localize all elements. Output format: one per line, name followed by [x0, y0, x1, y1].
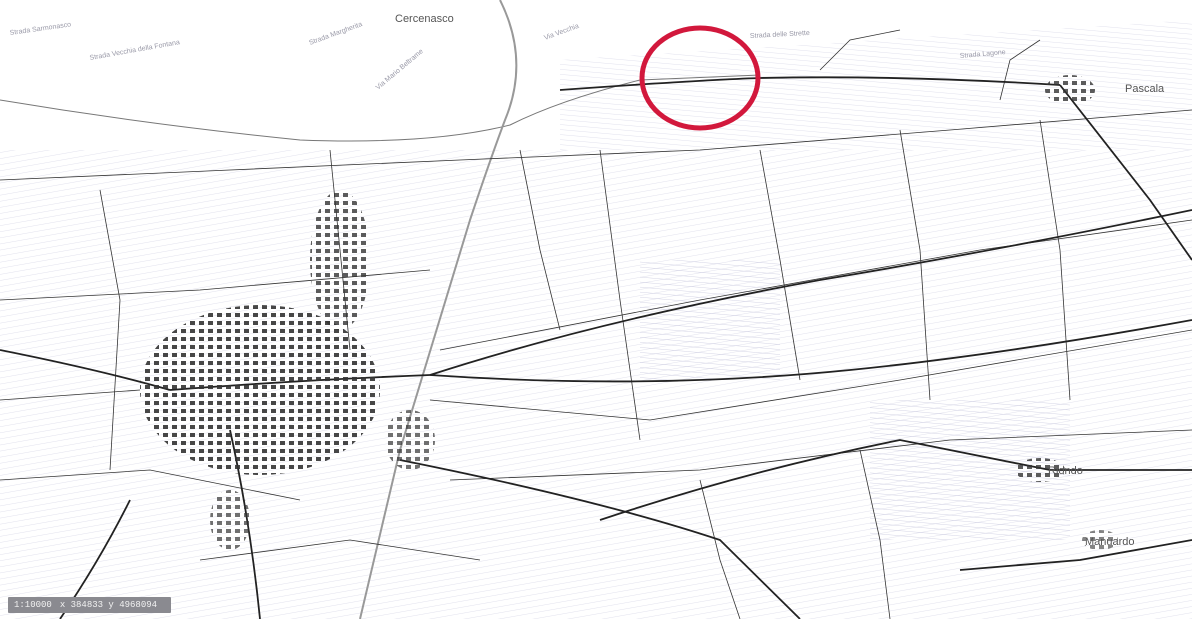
place-labels: Cercenasco Pascala Riondo Manuardo	[395, 13, 1165, 548]
street-label: Strada delle Strette	[750, 30, 810, 40]
scale-readout: 1:10000	[14, 600, 52, 610]
place-label-pascala: Pascala	[1125, 83, 1165, 95]
north-boundary-line	[0, 74, 761, 142]
coordinates-readout: x 384833 y 4968094	[59, 600, 158, 610]
rail-curve	[359, 0, 518, 619]
town-built-area	[140, 75, 1118, 550]
highlight-circle	[639, 25, 761, 131]
coordinate-readout: 1:10000 x 384833 y 4968094	[8, 597, 172, 613]
place-label-village: Riondo	[1048, 465, 1083, 477]
parcel-boundaries	[0, 29, 1192, 619]
place-label-cercenasco: Cercenasco	[395, 13, 454, 25]
place-label-manuardo: Manuardo	[1085, 536, 1135, 548]
street-label: Strada Lagone	[960, 49, 1006, 60]
north-open-area	[0, 0, 1192, 140]
main-roads	[0, 76, 1192, 619]
